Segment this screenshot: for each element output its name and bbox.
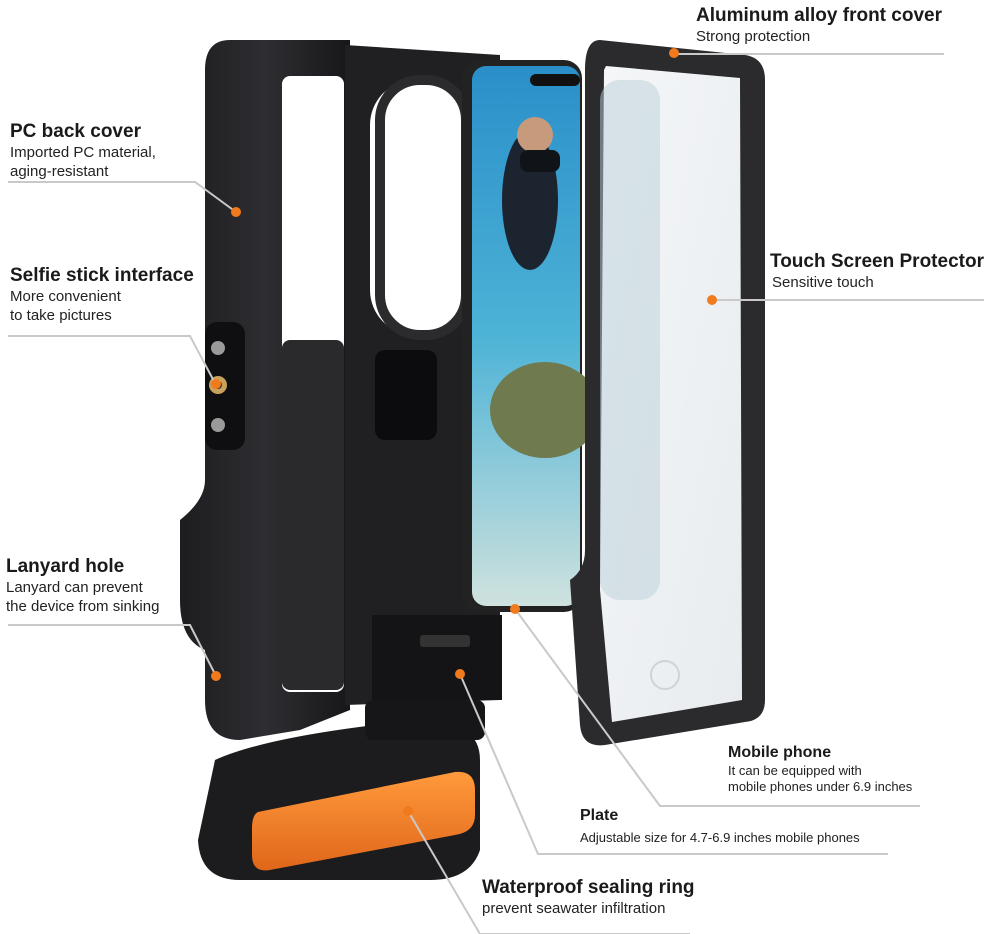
- mobile-phone: [462, 60, 600, 612]
- phone-desc-1: It can be equipped with: [728, 763, 862, 778]
- touch-title: Touch Screen Protector: [770, 251, 984, 272]
- seal-title: Waterproof sealing ring: [482, 877, 695, 898]
- touch-callout: Touch Screen Protector Sensitive touch: [770, 250, 984, 293]
- sealing-ring: [252, 771, 475, 871]
- front-cover-desc: Strong protection: [696, 27, 811, 45]
- lanyard-desc-1: Lanyard can prevent: [6, 578, 143, 596]
- selfie-desc-2: to take pictures: [10, 306, 112, 324]
- plate-desc: Adjustable size for 4.7-6.9 inches mobil…: [580, 830, 860, 845]
- back-cover-callout: PC back cover Imported PC material, agin…: [10, 120, 156, 181]
- callout-dots: [211, 48, 717, 816]
- touch-desc: Sensitive touch: [772, 273, 874, 291]
- selfie-callout: Selfie stick interface More convenient t…: [10, 264, 194, 325]
- lanyard-callout: Lanyard hole Lanyard can prevent the dev…: [6, 555, 159, 616]
- phone-desc-2: mobile phones under 6.9 inches: [728, 779, 913, 795]
- seal-callout: Waterproof sealing ring prevent seawater…: [482, 876, 695, 919]
- phone-title: Mobile phone: [728, 744, 832, 761]
- front-cover-callout: Aluminum alloy front cover Strong protec…: [696, 4, 942, 47]
- selfie-title: Selfie stick interface: [10, 265, 194, 286]
- seal-desc: prevent seawater infiltration: [482, 899, 666, 917]
- back-cover-desc-1: Imported PC material,: [10, 143, 156, 161]
- front-cover: [570, 40, 765, 746]
- front-cover-title: Aluminum alloy front cover: [696, 5, 942, 26]
- plate-title: Plate: [580, 807, 619, 824]
- back-cover-desc-2: aging-resistant: [10, 162, 109, 180]
- back-cover-title: PC back cover: [10, 121, 141, 142]
- lanyard-desc-2: the device from sinking: [6, 597, 160, 615]
- plate-callout: Plate Adjustable size for 4.7-6.9 inches…: [580, 806, 860, 846]
- back-cover: [180, 40, 350, 740]
- lanyard-title: Lanyard hole: [6, 556, 125, 577]
- plate: [345, 45, 502, 705]
- selfie-desc-1: More convenient: [10, 287, 121, 305]
- phone-callout: Mobile phone It can be equipped with mob…: [728, 743, 912, 796]
- selfie-mount: [205, 322, 245, 450]
